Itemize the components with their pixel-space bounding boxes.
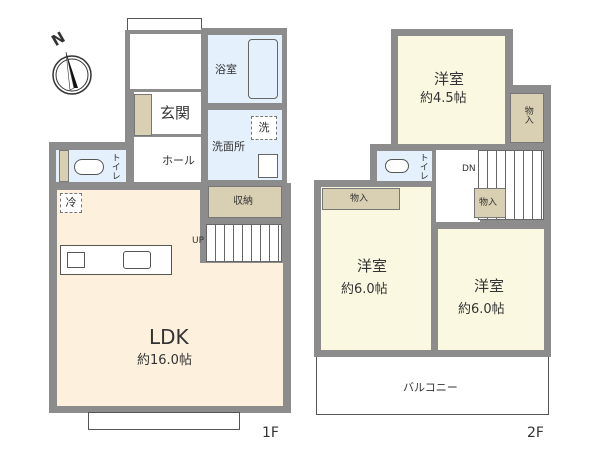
dn-label: DN <box>462 164 476 174</box>
washer-space: 洗 <box>251 116 277 140</box>
closet1-label: 物入 <box>522 106 533 124</box>
bath: 浴室 <box>208 35 282 103</box>
wash-basin <box>258 154 278 178</box>
west1-size: 約4.5帖 <box>420 91 467 106</box>
floor2-label: 2F <box>527 425 544 441</box>
entrance-label: 玄関 <box>160 104 191 122</box>
up-label: UP <box>192 236 205 246</box>
toilet-2f: トイレ <box>377 151 432 181</box>
balcony-label: バルコニー <box>403 381 458 394</box>
toilet2-label: トイレ <box>417 153 428 180</box>
ldk-name: LDK <box>149 325 189 349</box>
toilet-1f: トイレ <box>56 150 126 182</box>
storage-label: 収納 <box>233 196 253 207</box>
west2-size: 約6.0帖 <box>341 282 388 297</box>
fridge-space: 冷 <box>60 193 82 213</box>
bath-label: 浴室 <box>215 63 237 76</box>
toilet2-bowl-icon <box>385 159 409 173</box>
closet2-label: 物入 <box>350 194 369 204</box>
hall: ホール <box>134 137 201 182</box>
entrance-porch <box>130 34 201 89</box>
stove-icon <box>67 252 85 268</box>
western-room-60-right: 洋室 約6.0帖 <box>438 229 544 350</box>
kitchen-counter <box>60 245 172 275</box>
shoe-cabinet <box>134 94 152 136</box>
west3-size: 約6.0帖 <box>458 302 505 317</box>
washroom: 洗面所 洗 <box>208 110 282 180</box>
washroom-label: 洗面所 <box>212 140 245 153</box>
ldk-size: 約16.0帖 <box>137 353 192 368</box>
west2-name: 洋室 <box>357 257 388 275</box>
west3-name: 洋室 <box>474 277 505 295</box>
west1-name: 洋室 <box>434 70 465 88</box>
porch-canopy <box>127 18 202 32</box>
balcony: バルコニー <box>316 357 549 415</box>
hall-2f: DN <box>436 150 480 222</box>
western-room-45: 洋室 約4.5帖 <box>398 36 505 144</box>
closet-3: 物入 <box>474 188 506 218</box>
western-room-60-left: 洋室 約6.0帖 <box>321 187 431 350</box>
floor1-label: 1F <box>262 425 279 441</box>
toilet-label: トイレ <box>109 153 120 180</box>
closet-2: 物入 <box>322 188 400 210</box>
closet-1: 物入 <box>510 93 544 143</box>
closet3-label: 物入 <box>479 198 498 208</box>
hall-label: ホール <box>162 154 195 167</box>
ldk-lower: LDK 約16.0帖 <box>57 263 283 406</box>
toilet-shelf <box>59 150 69 182</box>
storage-1f: 収納 <box>208 186 282 218</box>
stairs-1f <box>206 224 282 262</box>
compass-arrow-icon <box>52 51 92 95</box>
deck-1f <box>88 412 240 430</box>
toilet-bowl-icon <box>74 159 104 175</box>
sink-icon <box>123 251 151 269</box>
compass: N <box>48 28 98 100</box>
bathtub <box>248 39 278 99</box>
